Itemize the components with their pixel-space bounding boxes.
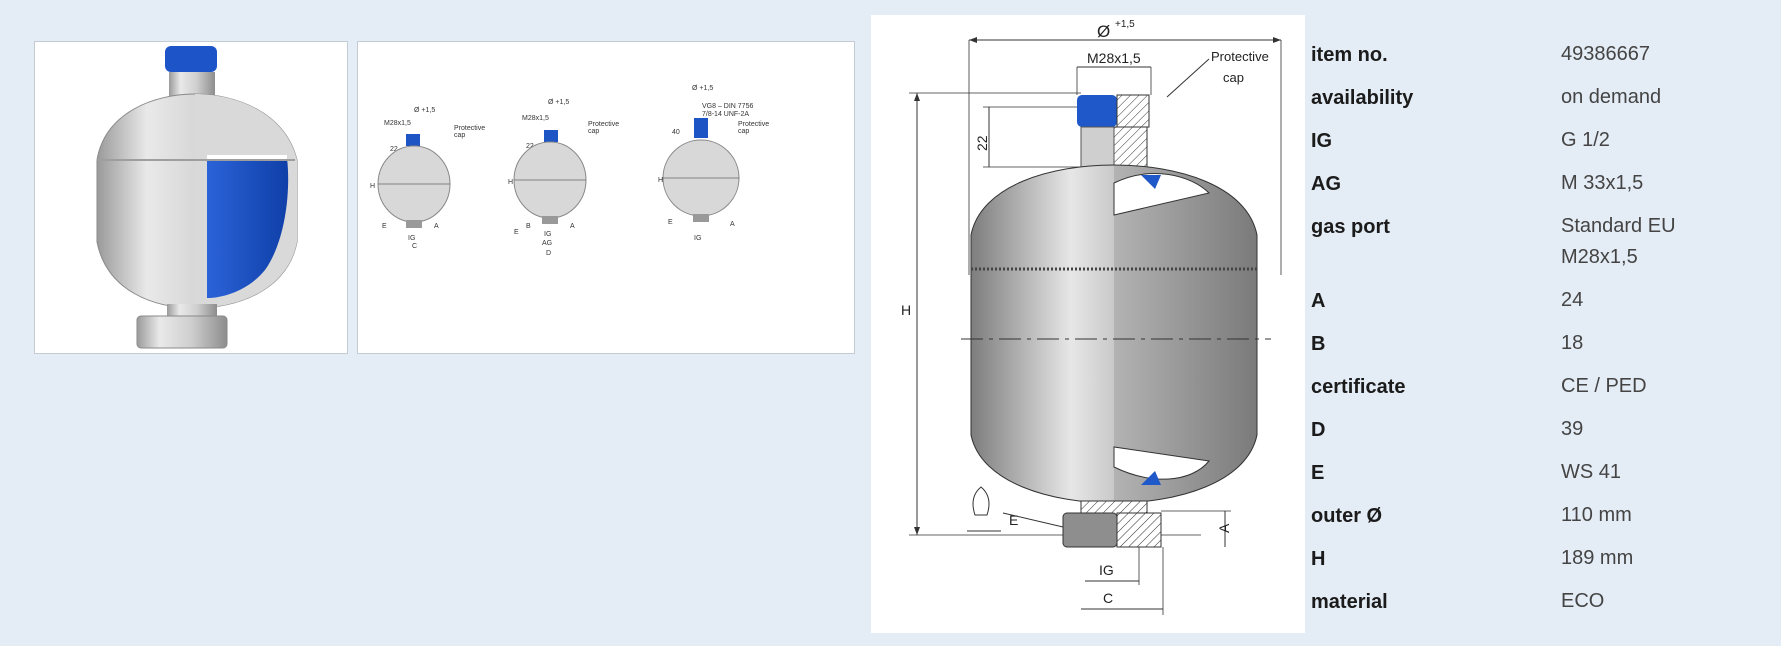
dim-22-label: 22 (974, 135, 990, 151)
v2-a: A (570, 223, 575, 230)
spec-value: 39 (1561, 418, 1584, 440)
accumulator-drawing: Ø +1,5 M28x1,5 Protective cap 22 H (901, 19, 1282, 615)
v3-ig: IG (694, 235, 701, 242)
spec-value: 189 mm (1561, 547, 1634, 569)
v2-top-label: Ø +1,5 (548, 99, 569, 106)
spec-row-b: B 18 (1311, 325, 1771, 368)
cap-label-line2: cap (1223, 70, 1244, 85)
accumulator-cutaway-image (96, 46, 298, 349)
spec-value: 18 (1561, 332, 1584, 354)
v2-dim: 22 (526, 143, 534, 150)
v2-d: D (546, 250, 551, 257)
thumbnail-drawing-variants[interactable]: Ø +1,5 M28x1,5 Protective cap 22 H E A I… (357, 41, 855, 354)
v2-cap1: Protective (588, 121, 619, 128)
spec-row-item-no: item no. 49386667 (1311, 36, 1771, 79)
v3-e: E (668, 219, 673, 226)
spec-label: E (1311, 462, 1325, 484)
v3-port: VG8 – DIN 7756 (702, 103, 753, 110)
diameter-tolerance: +1,5 (1115, 19, 1135, 30)
spec-row-certificate: certificate CE / PED (1311, 368, 1771, 411)
v1-cap1: Protective (454, 125, 485, 132)
spec-row-availability: availability on demand (1311, 79, 1771, 122)
spec-row-ag: AG M 33x1,5 (1311, 165, 1771, 208)
spec-row-d: D 39 (1311, 411, 1771, 454)
v1-a: A (434, 223, 439, 230)
main-technical-drawing: Ø +1,5 M28x1,5 Protective cap 22 H (871, 15, 1305, 633)
v2-h: H (508, 179, 513, 186)
spec-value: Standard EU M28x1,5 (1561, 211, 1676, 273)
variant-1: Ø +1,5 M28x1,5 Protective cap 22 H E A I… (370, 107, 485, 250)
spec-label: outer Ø (1311, 505, 1383, 527)
spec-row-material: material ECO (1311, 583, 1771, 626)
spec-label: D (1311, 419, 1326, 441)
v3-dim: 40 (672, 129, 680, 136)
spec-row-e: E WS 41 (1311, 454, 1771, 497)
v1-c: C (412, 243, 417, 250)
spec-row-ig: IG G 1/2 (1311, 122, 1771, 165)
v3-port2: 7/8-14 UNF-2A (702, 111, 749, 118)
v1-port: M28x1,5 (384, 120, 411, 127)
spec-value: CE / PED (1561, 375, 1647, 397)
v2-ag: AG (542, 240, 552, 247)
spec-label: IG (1311, 130, 1333, 152)
v3-cap1: Protective (738, 121, 769, 128)
spec-label: B (1311, 333, 1326, 355)
port-label: M28x1,5 (1087, 50, 1141, 66)
spec-label: item no. (1311, 44, 1388, 66)
spec-label: H (1311, 548, 1326, 570)
v3-h: H (658, 177, 663, 184)
variant-3: Ø +1,5 VG8 – DIN 7756 7/8-14 UNF-2A Prot… (658, 85, 769, 242)
a-label: A (1216, 523, 1232, 533)
spec-label: certificate (1311, 376, 1406, 398)
variant-2: Ø +1,5 M28x1,5 Protective cap 22 H E B A… (508, 99, 619, 257)
spec-value: ECO (1561, 590, 1605, 612)
c-label: C (1103, 590, 1113, 606)
spec-label: gas port (1311, 216, 1390, 238)
spec-value: 110 mm (1561, 504, 1632, 526)
spec-value: 49386667 (1561, 43, 1650, 65)
thumbnail-cutaway[interactable] (34, 41, 348, 354)
h-label: H (901, 302, 911, 318)
specifications-list: item no. 49386667 availability on demand… (1311, 36, 1771, 626)
v3-top-label: Ø +1,5 (692, 85, 713, 92)
diameter-symbol: Ø (1097, 22, 1110, 41)
spec-label: A (1311, 290, 1326, 312)
spec-value: M 33x1,5 (1561, 172, 1644, 194)
spec-row-gas-port: gas port Standard EU M28x1,5 (1311, 208, 1771, 282)
v2-b: B (526, 223, 531, 230)
cap-label-line1: Protective (1211, 49, 1269, 64)
v2-ig: IG (544, 231, 551, 238)
spec-value-line2: M28x1,5 (1561, 246, 1638, 268)
spec-row-h: H 189 mm (1311, 540, 1771, 583)
spec-value: on demand (1561, 86, 1662, 108)
spec-label: availability (1311, 87, 1414, 109)
e-label: E (1009, 512, 1018, 528)
v1-top-label: Ø +1,5 (414, 107, 435, 114)
spec-label: AG (1311, 173, 1341, 195)
v3-cap2: cap (738, 128, 749, 135)
v1-dim: 22 (390, 146, 398, 153)
spec-value-line1: Standard EU (1561, 215, 1676, 237)
v1-h: H (370, 183, 375, 190)
v1-e: E (382, 223, 387, 230)
v2-cap2: cap (588, 128, 599, 135)
v1-ig: IG (408, 235, 415, 242)
drawing-variants-image: Ø +1,5 M28x1,5 Protective cap 22 H E A I… (370, 85, 769, 257)
v2-port: M28x1,5 (522, 115, 549, 122)
spec-value: G 1/2 (1561, 129, 1610, 151)
spec-row-outer-diameter: outer Ø 110 mm (1311, 497, 1771, 540)
spec-value: WS 41 (1561, 461, 1622, 483)
spec-value: 24 (1561, 289, 1584, 311)
spec-row-a: A 24 (1311, 282, 1771, 325)
spec-label: material (1311, 591, 1388, 613)
v1-cap2: cap (454, 132, 465, 139)
ig-label: IG (1099, 562, 1114, 578)
v3-a: A (730, 221, 735, 228)
v2-e: E (514, 229, 519, 236)
